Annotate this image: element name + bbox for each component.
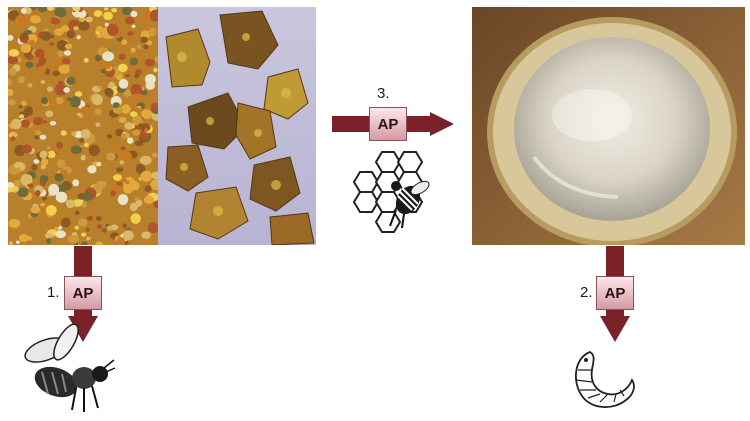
ap-box: AP — [64, 276, 102, 310]
step-number: 2. — [580, 284, 593, 301]
step-number: 3. — [377, 85, 390, 102]
pollen-grains-photo — [8, 7, 158, 245]
honeycomb-bee-icon — [350, 148, 434, 232]
ap-box: AP — [596, 276, 634, 310]
bee-larva-icon — [570, 346, 640, 412]
ap-box: AP — [369, 107, 407, 141]
honeybee-icon — [18, 330, 116, 416]
step-number: 1. — [47, 284, 60, 301]
bee-bread-photo — [158, 7, 316, 245]
royal-jelly-photo — [472, 7, 745, 245]
